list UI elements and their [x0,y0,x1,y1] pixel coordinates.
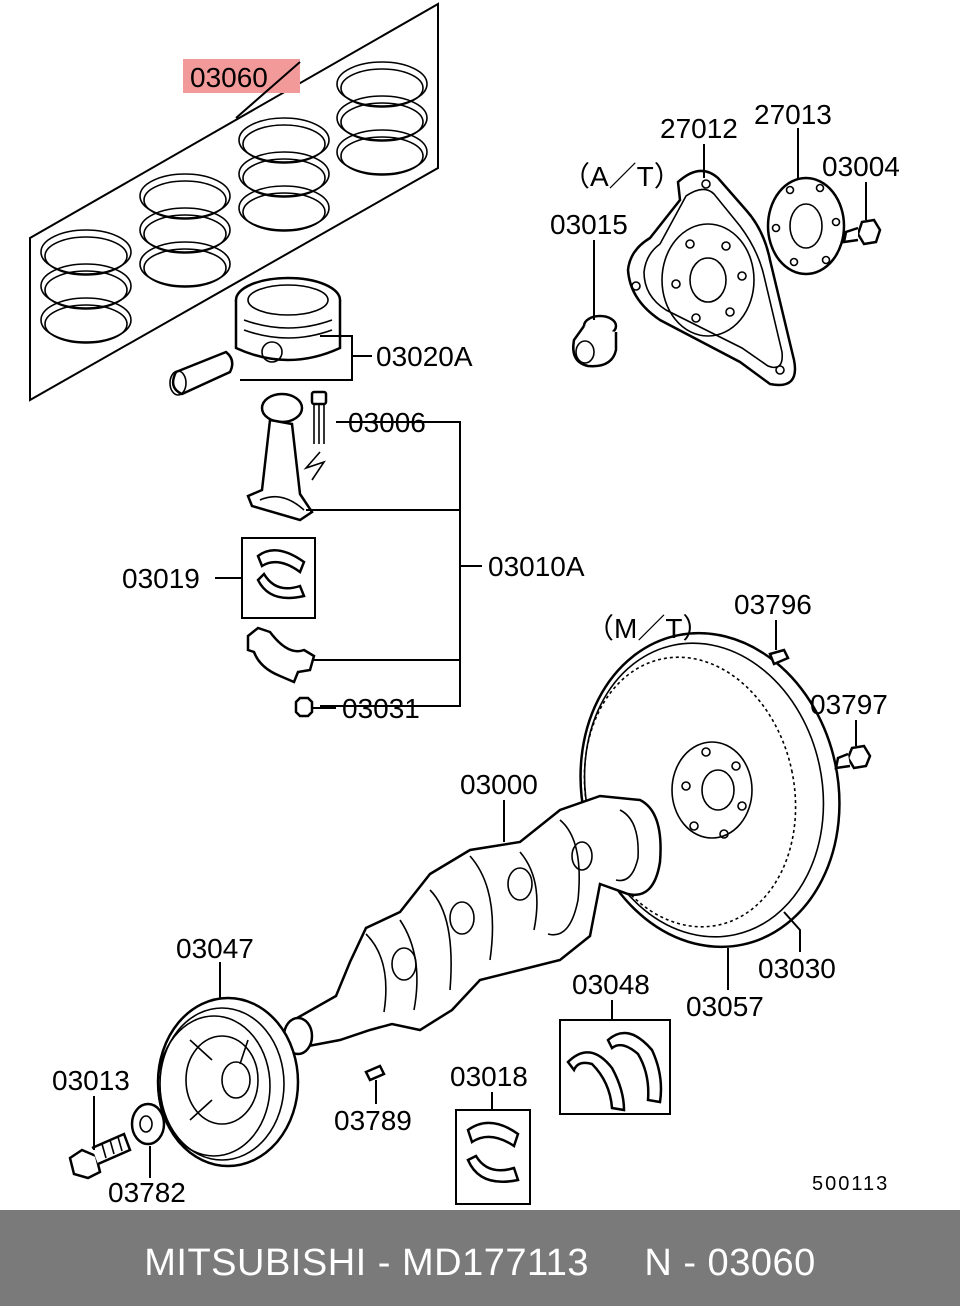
label-03020a: 03020A [376,341,473,372]
label-03048: 03048 [572,969,650,1000]
parts-diagram: 03060 03020A 03006 03019 03010A 03031 27… [29,2,900,1208]
highlight-box [183,59,300,93]
drive-plate-bolt [842,218,882,246]
label-03031: 03031 [342,693,420,724]
flywheel-bolt [834,744,872,770]
label-at: （A／T） [562,161,682,192]
main-bearing [466,1121,520,1184]
crank-pulley [156,996,300,1168]
ring-stack-1 [40,229,132,344]
ring-stack-3 [238,117,330,232]
connecting-rod [246,392,314,522]
label-27012: 27012 [660,113,738,144]
pulley-washer [130,1102,166,1146]
piston-pin [169,350,234,396]
pilot-bushing [572,314,618,368]
label-03010a: 03010A [488,551,585,582]
label-mt: （M／T） [586,613,710,644]
label-03047: 03047 [176,933,254,964]
rod-cap [246,626,316,684]
ring-stack-2 [139,173,231,288]
dowel-pin [768,648,790,666]
label-03018: 03018 [450,1061,528,1092]
label-03796: 03796 [734,589,812,620]
label-03030: 03030 [758,953,836,984]
bearing-box-03048 [559,1019,671,1115]
label-03060: 03060 [190,62,268,93]
rod-bolt [303,390,328,481]
crankshaft [282,794,662,1056]
footer-bar: MITSUBISHI - MD177113 N - 03060 [0,1210,960,1306]
piston [234,276,342,363]
rod-nut [294,696,314,718]
label-03057: 03057 [686,991,764,1022]
label-03782: 03782 [108,1177,186,1208]
label-03006: 03006 [348,407,426,438]
label-03004: 03004 [822,151,900,182]
thrust-washer [566,1031,663,1112]
rod-bearing [256,549,306,600]
label-03019: 03019 [122,563,200,594]
label-03000: 03000 [460,769,538,800]
piston-ring-set [29,2,439,402]
label-03797: 03797 [810,689,888,720]
footer-text: MITSUBISHI - MD177113 N - 03060 [144,1242,816,1284]
figure-code: 500113 [812,1173,889,1195]
flywheel [579,631,841,949]
ring-stack-4 [336,61,428,176]
woodruff-key [364,1064,386,1082]
label-03789: 03789 [334,1105,412,1136]
label-27013: 27013 [754,99,832,130]
label-03015: 03015 [550,209,628,240]
label-03013: 03013 [52,1065,130,1096]
pulley-bolt [68,1132,132,1180]
adapter-plate [766,176,846,276]
drive-plate [626,169,797,387]
